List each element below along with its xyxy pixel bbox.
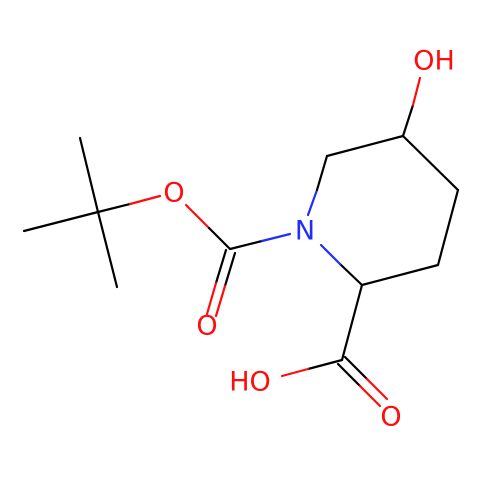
bond-ring-c3-c2 [360,263,440,287]
bond-ring-c2-n-black [338,262,364,287]
bond-tbutyl-methyl-left [22,210,100,233]
bond-ring-c2-n-blue [319,243,342,266]
bond-carbonyl-to-nitrogen-blue [260,232,292,243]
bond-ring-n-c6-black [315,154,329,192]
bond-carboxyl-double-1a [336,362,362,388]
bond-tbutyl-methyl-top [78,136,100,214]
bond-c2-carboxyl [340,283,364,362]
bond-boc-double-1a [214,248,228,285]
bond-c5-hydroxyl-red [411,76,422,107]
hydroxyl-label-top: OH [413,46,455,77]
acid-hydroxyl-label: HO [229,367,271,398]
bond-carboxyl-double-2b [365,377,389,401]
bond-tbutyl-to-oxygen-black [96,202,132,214]
bond-c5-hydroxyl-black [401,103,415,138]
bond-ring-c5-c4 [401,134,460,192]
ring-nitrogen-label: N [295,216,315,247]
bond-carbonyl-to-nitrogen-black [228,239,264,251]
bond-boc-double-1b [205,281,218,316]
bond-oxygen-to-carbonyl-black [207,226,232,251]
bond-ring-n-c6-blue [306,188,319,217]
acid-carbonyl-oxygen-label: O [380,402,401,433]
boc-carbonyl-oxygen-label: O [196,311,217,342]
ester-oxygen-label: O [163,178,184,209]
bond-carboxyl-oh-black [306,358,344,371]
bond-boc-double-2b [214,284,227,318]
bond-tbutyl-methyl-bottom [96,210,119,289]
bond-boc-double-2a [223,251,237,288]
bond-oxygen-to-carbonyl-red [184,203,211,230]
bond-carboxyl-double-1b [358,384,382,408]
bond-ring-c6-c5 [325,134,405,158]
bond-carboxyl-oh-red [280,367,310,378]
bond-ring-c4-c3 [436,188,460,267]
bond-tbutyl-to-oxygen-red [128,194,162,206]
bond-carboxyl-double-2a [343,355,369,381]
